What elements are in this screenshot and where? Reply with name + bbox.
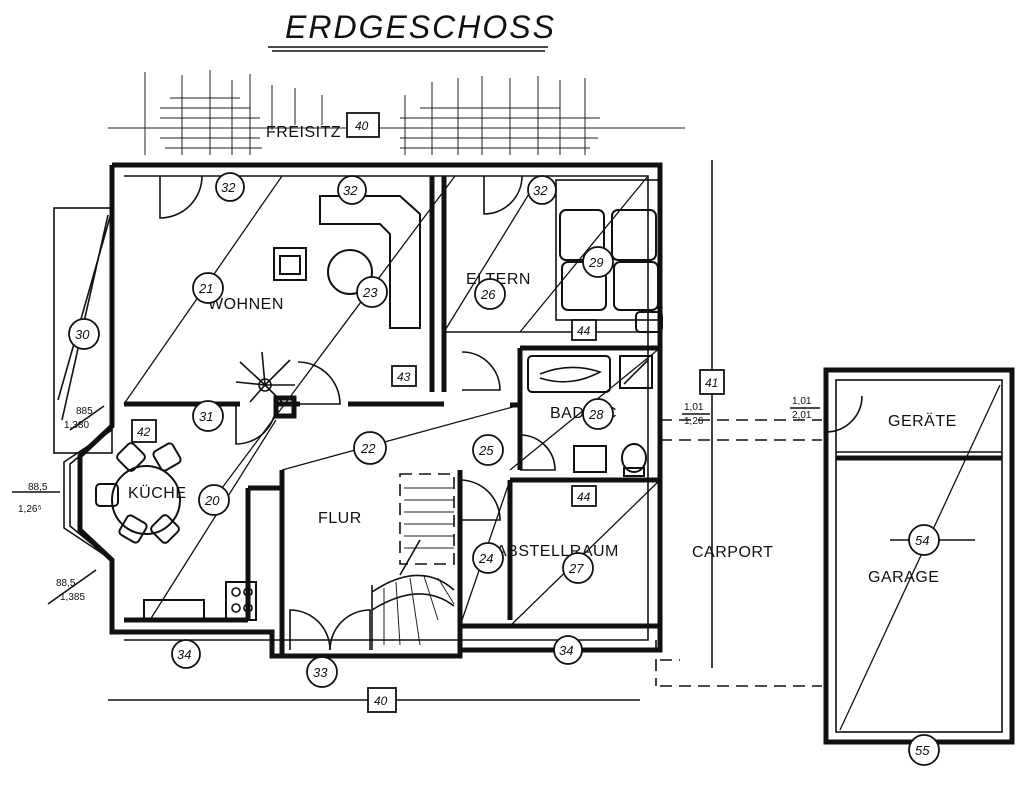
dim-1385: 1,385	[60, 592, 85, 603]
room-label-geraete: GERÄTE	[888, 412, 957, 430]
marker-32-right: 32	[527, 175, 557, 205]
svg-text:32: 32	[533, 183, 548, 198]
room-label-wohnen: WOHNEN	[208, 296, 284, 313]
marker-54: 54	[908, 524, 940, 556]
svg-text:21: 21	[198, 281, 213, 296]
svg-text:41: 41	[705, 376, 718, 390]
marker-31: 31	[192, 400, 224, 432]
svg-text:26: 26	[480, 287, 496, 302]
svg-text:24: 24	[478, 551, 493, 566]
marker-22: 22	[353, 431, 387, 465]
svg-text:31: 31	[199, 409, 213, 424]
doors	[159, 175, 863, 651]
kitchen-bay-window	[63, 429, 113, 561]
svg-text:29: 29	[588, 255, 603, 270]
room-label-abstellraum: ABSTELLRAUM	[496, 543, 619, 560]
svg-text:32: 32	[343, 183, 358, 198]
box-44-abstell: 44	[571, 485, 597, 507]
marker-32-left: 32	[215, 172, 245, 202]
marker-20: 20	[198, 484, 230, 516]
svg-text:28: 28	[588, 407, 604, 422]
marker-34-storage: 34	[553, 635, 583, 665]
room-label-freisitz: FREISITZ	[266, 124, 341, 141]
box-40-bottom: 40	[367, 687, 397, 713]
svg-text:44: 44	[577, 490, 591, 504]
marker-55: 55	[908, 734, 940, 766]
dim-box-40-top: 40	[346, 112, 380, 138]
svg-text:32: 32	[221, 180, 236, 195]
svg-text:30: 30	[75, 327, 90, 342]
bedroom-furniture	[555, 179, 663, 333]
dim-101-garage: 1,01	[792, 396, 812, 407]
box-43: 43	[391, 365, 417, 387]
marker-21: 21	[192, 272, 224, 304]
kitchen-furniture	[95, 442, 257, 621]
marker-28: 28	[582, 398, 614, 430]
freisitz-terrace	[108, 70, 685, 155]
bay-dim-line-top	[69, 405, 105, 431]
dim-885-left: 88,5	[28, 482, 48, 493]
left-wing	[53, 207, 113, 454]
marker-23: 23	[356, 276, 388, 308]
living-room-furniture	[235, 195, 421, 403]
svg-text:25: 25	[478, 443, 494, 458]
bathroom-fixtures	[527, 355, 653, 477]
dim-1380: 1,380	[64, 420, 89, 431]
dim-126: 1,26	[684, 416, 704, 427]
dim-885-bay: 88,5	[56, 578, 76, 589]
marker-32-mid: 32	[337, 175, 367, 205]
svg-text:43: 43	[397, 370, 411, 384]
room-label-carport: CARPORT	[692, 544, 773, 561]
room-label-kueche: KÜCHE	[128, 484, 187, 502]
box-44-eltern: 44	[571, 319, 597, 341]
marker-25: 25	[472, 434, 504, 466]
marker-30: 30	[68, 318, 100, 350]
plan-title: ERDGESCHOSS	[285, 9, 556, 45]
svg-text:55: 55	[915, 743, 930, 758]
marker-29: 29	[582, 246, 614, 278]
svg-text:33: 33	[313, 665, 328, 680]
interior-walls	[124, 176, 660, 656]
carport	[655, 160, 822, 687]
svg-text:40: 40	[374, 694, 388, 708]
svg-text:34: 34	[177, 647, 191, 662]
svg-text:20: 20	[204, 493, 220, 508]
svg-text:23: 23	[362, 285, 378, 300]
room-label-garage: GARAGE	[868, 569, 939, 586]
staircase	[371, 473, 455, 650]
svg-text:54: 54	[915, 533, 929, 548]
marker-33: 33	[306, 656, 338, 688]
box-42: 42	[131, 419, 157, 443]
svg-text:22: 22	[360, 441, 376, 456]
bay-dim-line	[47, 569, 97, 605]
svg-text:44: 44	[577, 324, 591, 338]
marker-34-kitchen: 34	[171, 639, 201, 669]
marker-24: 24	[472, 542, 504, 574]
house-outer-wall-inner	[124, 175, 649, 641]
svg-text:27: 27	[568, 561, 584, 576]
box-41: 41	[699, 369, 725, 395]
dim-885: 885	[76, 406, 93, 417]
marker-26: 26	[474, 278, 506, 310]
room-label-flur: FLUR	[318, 510, 362, 527]
dim-1265: 1,26⁵	[18, 504, 42, 515]
svg-text:42: 42	[137, 425, 151, 439]
dim-201: 2,01	[792, 410, 812, 421]
dim-101: 1,01	[684, 402, 704, 413]
marker-27: 27	[562, 552, 594, 584]
svg-text:40: 40	[355, 119, 369, 133]
svg-text:34: 34	[559, 643, 573, 658]
